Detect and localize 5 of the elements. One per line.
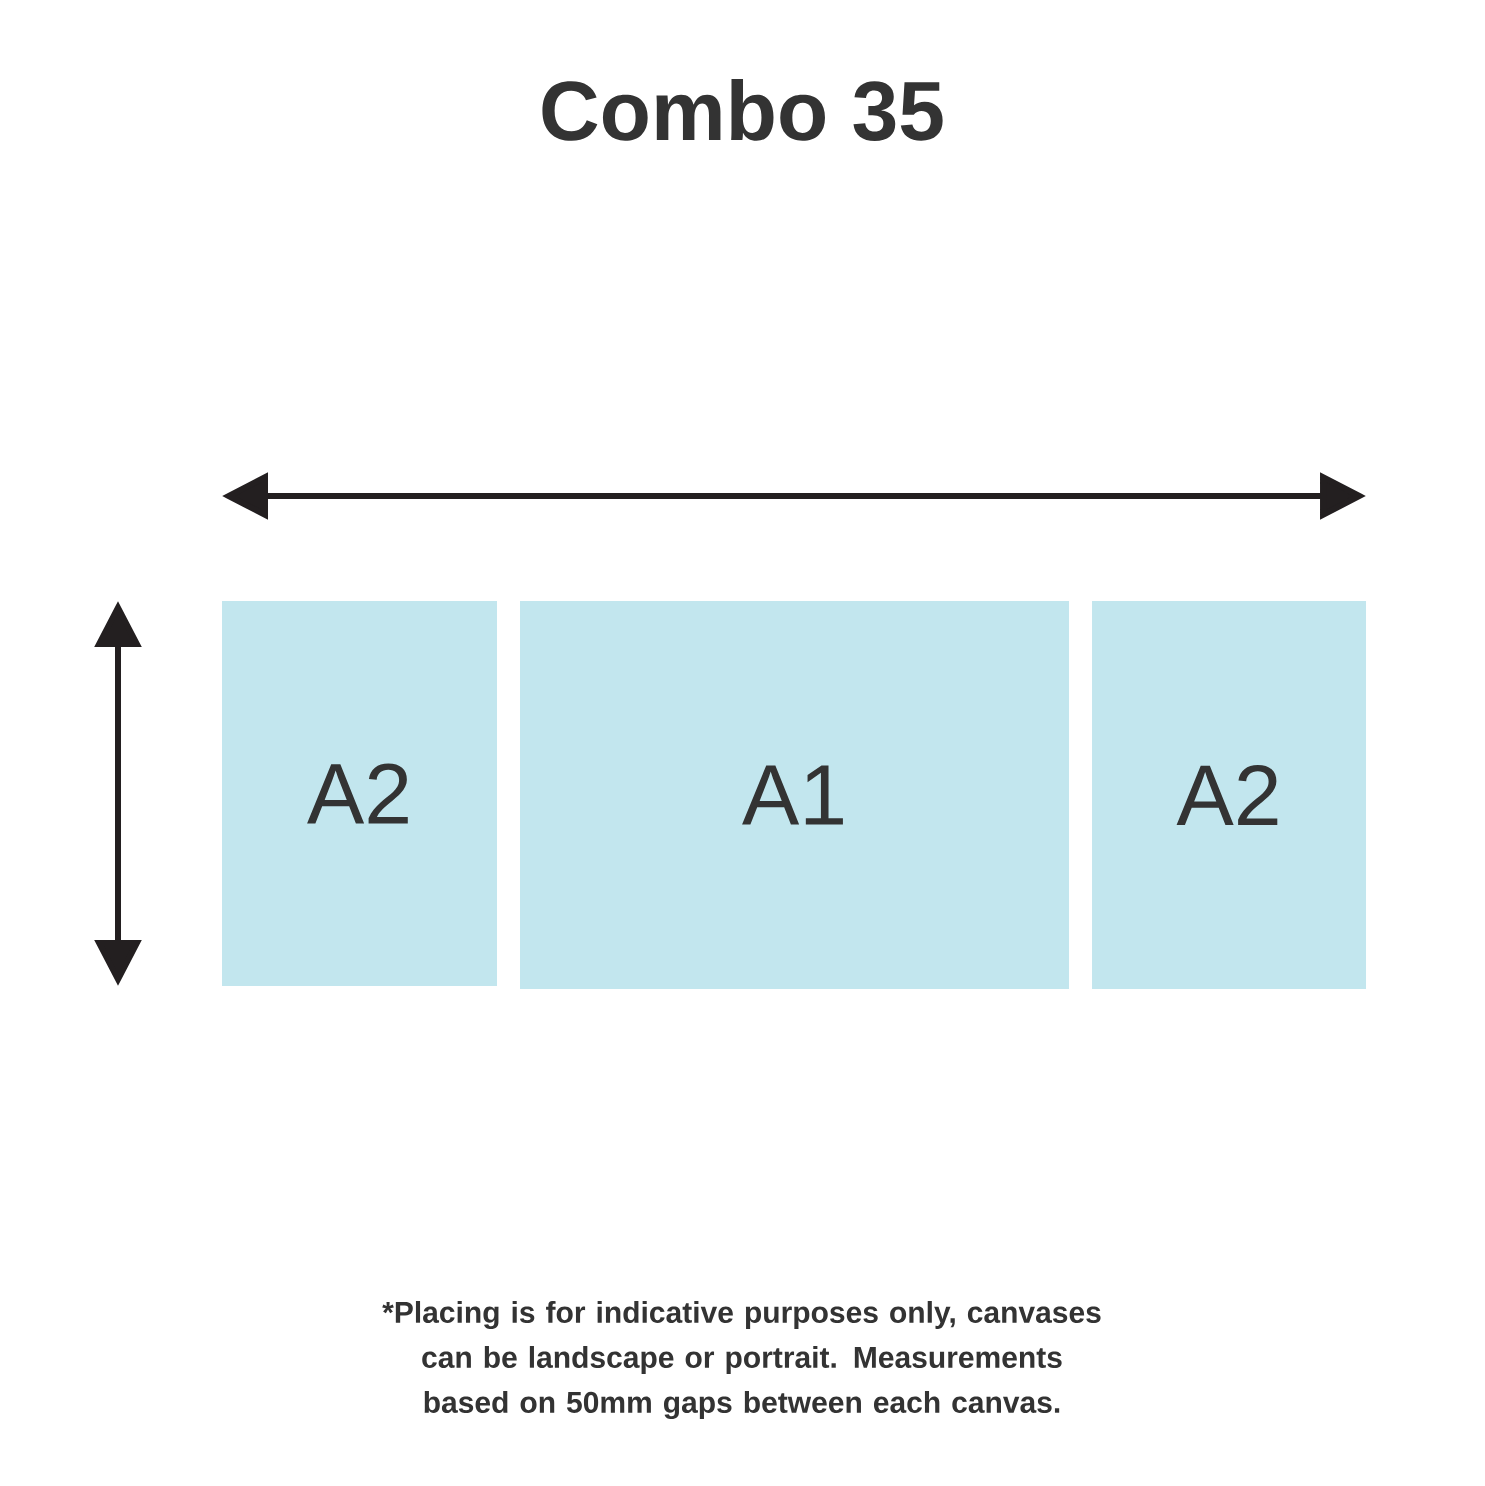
canvas-box: A2 <box>222 601 497 986</box>
title: Combo 35 <box>542 79 943 141</box>
canvas-box: A1 <box>520 601 1069 989</box>
canvas-box: A2 <box>1092 601 1366 989</box>
caption: *Placing is for indicative purposes only, canvases can be landscape or portrait. Measurements based on 50mm gaps between each canvas. <box>382 1300 1101 1420</box>
